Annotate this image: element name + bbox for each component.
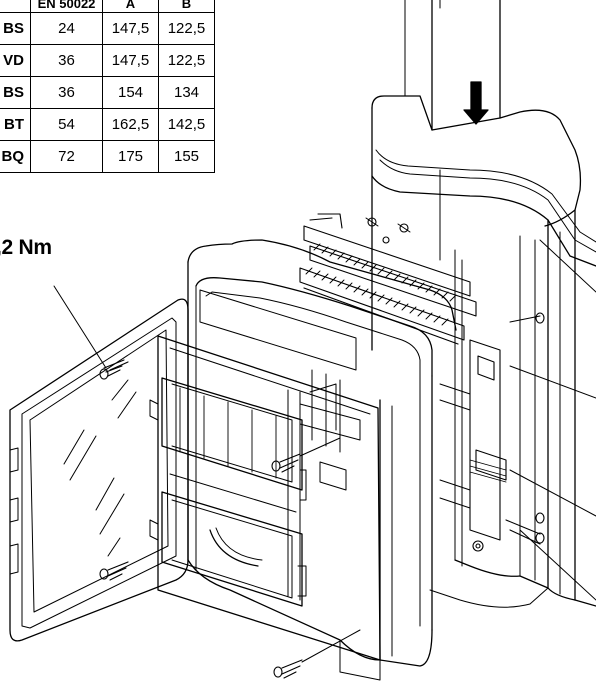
row-en: 36 <box>30 44 103 77</box>
row-b: 142,5 <box>158 108 215 141</box>
row-b: 134 <box>158 76 215 109</box>
row-b: 155 <box>158 140 215 173</box>
dimension-table: EN 50022 A B BS 24 147,5 122,5 VD 36 147… <box>0 0 215 173</box>
rear-housing <box>371 0 596 608</box>
table-row: BS 24 147,5 122,5 <box>0 12 215 45</box>
table-row: BQ 72 175 155 <box>0 140 215 173</box>
screw-icon <box>271 437 341 473</box>
arrow-down-icon <box>463 81 489 125</box>
row-a: 147,5 <box>102 12 159 45</box>
din-rail-terminals <box>299 213 477 345</box>
screw-icon <box>273 629 361 679</box>
table-header-row: EN 50022 A B <box>0 0 215 13</box>
table-row: VD 36 147,5 122,5 <box>0 44 215 77</box>
row-a: 175 <box>102 140 159 173</box>
row-en: 72 <box>30 140 103 173</box>
torque-label: ,2 Nm <box>0 236 52 259</box>
row-b: 122,5 <box>158 12 215 45</box>
screw-icon <box>99 561 129 581</box>
mounting-bracket <box>439 312 545 552</box>
screw-icon <box>53 285 129 380</box>
table-row: BS 36 154 134 <box>0 76 215 109</box>
transparent-door <box>9 298 189 642</box>
row-b: 122,5 <box>158 44 215 77</box>
row-code: BS <box>0 12 31 45</box>
front-cover <box>149 335 381 661</box>
row-code: VD <box>0 44 31 77</box>
